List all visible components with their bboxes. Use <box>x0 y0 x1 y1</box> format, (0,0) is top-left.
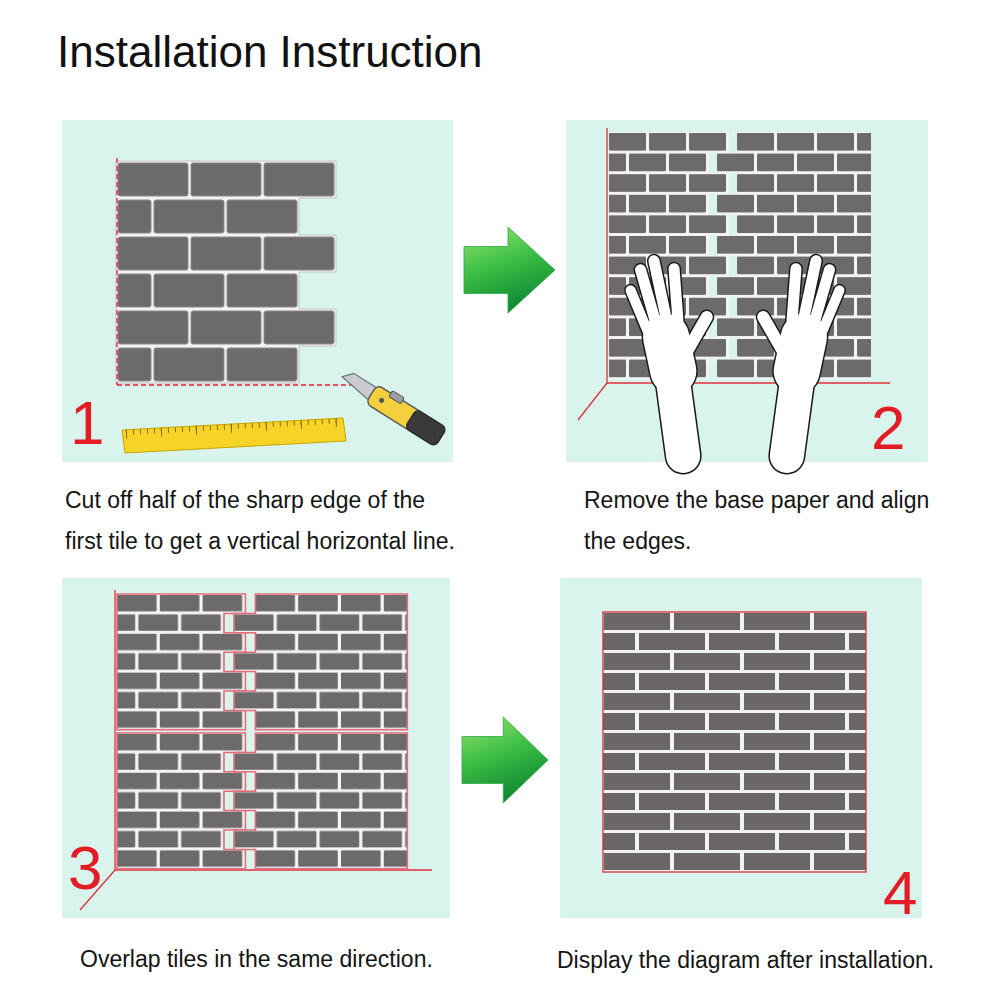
step-panel: 4Display the diagram after installation. <box>560 578 922 918</box>
step-caption: Overlap tiles in the same direction. <box>80 939 500 980</box>
diagram-title: Installation Instruction <box>57 26 483 79</box>
step-arrow <box>464 227 555 313</box>
step-panel: 2Remove the base paper and align the edg… <box>566 120 928 462</box>
step-caption: Remove the base paper and align the edge… <box>584 480 949 562</box>
step-caption: Display the diagram after installation. <box>557 940 977 981</box>
step-number: 2 <box>871 397 905 459</box>
step-panel: 3Overlap tiles in the same direction. <box>62 578 450 918</box>
step-number: 1 <box>70 392 104 454</box>
step-arrow <box>462 717 548 803</box>
step-number: 3 <box>68 837 102 899</box>
step-panel: 1Cut off half of the sharp edge of the f… <box>62 120 453 462</box>
step-number: 4 <box>883 862 917 924</box>
step-caption: Cut off half of the sharp edge of the fi… <box>65 480 461 562</box>
